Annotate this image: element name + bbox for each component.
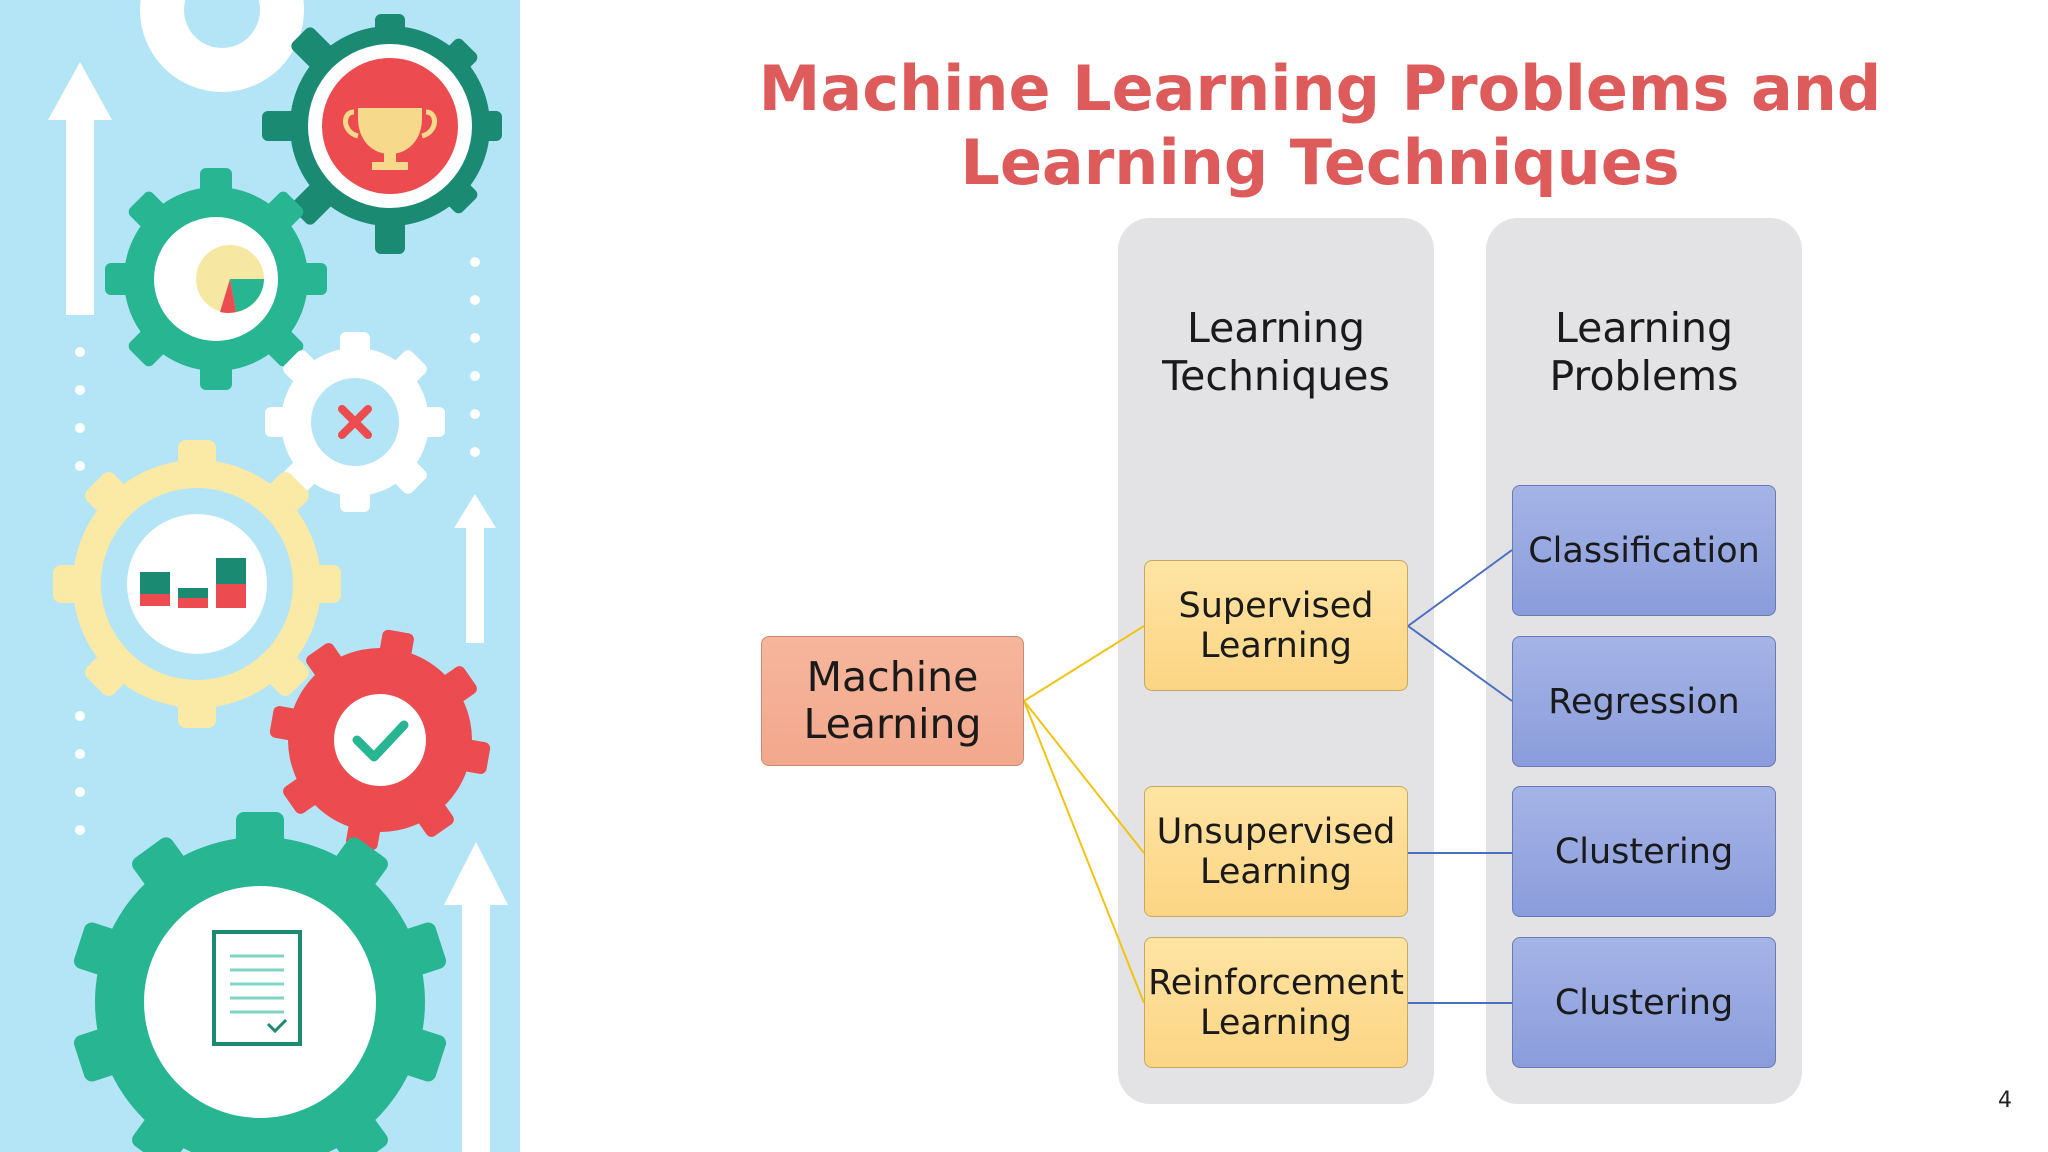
connector-ml-supervised	[1023, 625, 1145, 702]
blue-connectors	[1407, 549, 1513, 1004]
connector-ml-unsupervised	[1023, 700, 1145, 854]
problem-node-regression: Regression	[1512, 636, 1776, 767]
learning-techniques-header: Learning Techniques	[1162, 304, 1390, 400]
up-arrow-icon	[48, 62, 112, 315]
bar-chart-gear	[53, 440, 341, 728]
check-gear	[269, 629, 491, 851]
technique-node-supervised: Supervised Learning	[1144, 560, 1408, 691]
clipboard-gear	[73, 812, 447, 1152]
connector-ml-reinforcement	[1023, 700, 1145, 1004]
trophy-icon	[343, 108, 437, 170]
page-number: 4	[1998, 1088, 2012, 1113]
problem-label: Classification	[1528, 530, 1760, 571]
machine-learning-label: Machine Learning	[803, 653, 982, 748]
close-icon	[338, 405, 372, 439]
yellow-connectors	[1023, 625, 1145, 1004]
pie-chart-icon	[196, 245, 264, 313]
bar-chart-icon	[140, 558, 246, 608]
connector-supervised-regression	[1407, 625, 1513, 702]
technique-label: Supervised Learning	[1178, 585, 1374, 666]
connector-supervised-classification	[1407, 549, 1513, 627]
problem-node-clustering-2: Clustering	[1512, 937, 1776, 1068]
problem-label: Clustering	[1554, 831, 1734, 872]
pie-chart-gear	[105, 168, 327, 390]
problem-node-classification: Classification	[1512, 485, 1776, 616]
white-gear-top	[140, 0, 304, 92]
technique-label: Unsupervised Learning	[1156, 811, 1396, 892]
up-arrow-icon	[444, 842, 508, 1152]
machine-learning-node: Machine Learning	[761, 636, 1024, 766]
problem-label: Regression	[1548, 681, 1740, 722]
technique-label: Reinforcement Learning	[1148, 962, 1404, 1043]
technique-node-unsupervised: Unsupervised Learning	[1144, 786, 1408, 917]
learning-problems-header: Learning Problems	[1549, 304, 1739, 400]
decorative-gears-panel	[0, 0, 520, 1152]
trophy-gear	[262, 14, 502, 254]
up-arrow-icon	[454, 494, 496, 643]
problem-label: Clustering	[1554, 982, 1734, 1023]
decorative-dots	[75, 257, 480, 835]
gears-illustration	[48, 0, 508, 1152]
slide-title: Machine Learning Problems and Learning T…	[758, 52, 1882, 199]
clipboard-icon	[212, 930, 302, 1046]
problem-node-clustering: Clustering	[1512, 786, 1776, 917]
white-gear-x	[265, 332, 445, 512]
checkmark-icon	[352, 720, 409, 762]
technique-node-reinforcement: Reinforcement Learning	[1144, 937, 1408, 1068]
